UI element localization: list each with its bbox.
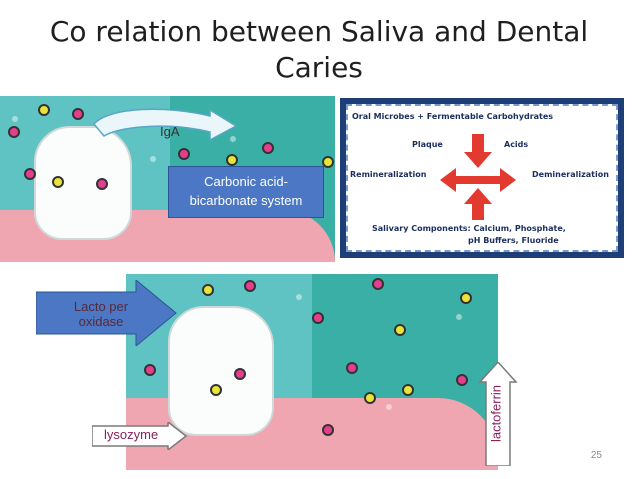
molecule: [394, 324, 406, 336]
molecule: [456, 374, 468, 386]
page-number: 25: [590, 450, 602, 461]
bubble: [386, 404, 392, 410]
molecule: [202, 284, 214, 296]
diagram-frame: Oral Microbes + Fermentable Carbohydrate…: [346, 104, 618, 252]
molecule: [96, 178, 108, 190]
molecule: [144, 364, 156, 376]
molecule: [460, 292, 472, 304]
molecule: [322, 156, 334, 168]
molecule: [234, 368, 246, 380]
diagram-buffers: pH Buffers, Fluoride: [468, 236, 559, 245]
molecule: [8, 126, 20, 138]
molecule: [372, 278, 384, 290]
diagram-demineralization: Demineralization: [532, 170, 609, 179]
molecule: [178, 148, 190, 160]
molecule: [346, 362, 358, 374]
caries-diagram: Oral Microbes + Fermentable Carbohydrate…: [340, 98, 624, 258]
molecule: [52, 176, 64, 188]
red-arrows: [440, 134, 516, 220]
molecule: [322, 424, 334, 436]
slide-title: Co relation between Saliva and Dental Ca…: [0, 14, 638, 86]
diagram-plaque: Plaque: [412, 140, 443, 149]
lysozyme-label: lysozyme: [104, 427, 159, 442]
molecule: [402, 384, 414, 396]
saliva-top-image: IgA Carbonic acid- bicarbonate system: [0, 96, 335, 262]
molecule: [72, 108, 84, 120]
molecule: [38, 104, 50, 116]
bubble: [12, 116, 18, 122]
molecule: [226, 154, 238, 166]
bubble: [230, 136, 236, 142]
diagram-salivary-components: Salivary Components: Calcium, Phosphate,: [372, 224, 566, 233]
bubble: [150, 156, 156, 162]
lactoperoxidase-label: Lacto per oxidase: [73, 299, 129, 329]
bubble: [296, 294, 302, 300]
molecule: [210, 384, 222, 396]
iga-label: IgA: [160, 124, 180, 139]
tooth: [34, 126, 132, 240]
tooth: [168, 306, 274, 436]
bubble: [456, 314, 462, 320]
diagram-remineralization: Remineralization: [350, 170, 427, 179]
iga-arrow: [93, 108, 238, 142]
molecule: [262, 142, 274, 154]
carbonic-acid-label: Carbonic acid- bicarbonate system: [168, 166, 324, 218]
molecule: [364, 392, 376, 404]
diagram-acids: Acids: [504, 140, 529, 149]
title-line-2: Caries: [275, 51, 363, 84]
molecule: [244, 280, 256, 292]
molecule: [24, 168, 36, 180]
molecule: [312, 312, 324, 324]
lactoferrin-arrow: [478, 362, 518, 466]
diagram-line-microbes: Oral Microbes + Fermentable Carbohydrate…: [352, 112, 554, 121]
title-line-1: Co relation between Saliva and Dental: [49, 15, 589, 48]
lactoferrin-label: lactoferrin: [488, 384, 504, 443]
lysozyme-arrow: [92, 422, 188, 450]
lactoperoxidase-arrow: [36, 280, 177, 346]
